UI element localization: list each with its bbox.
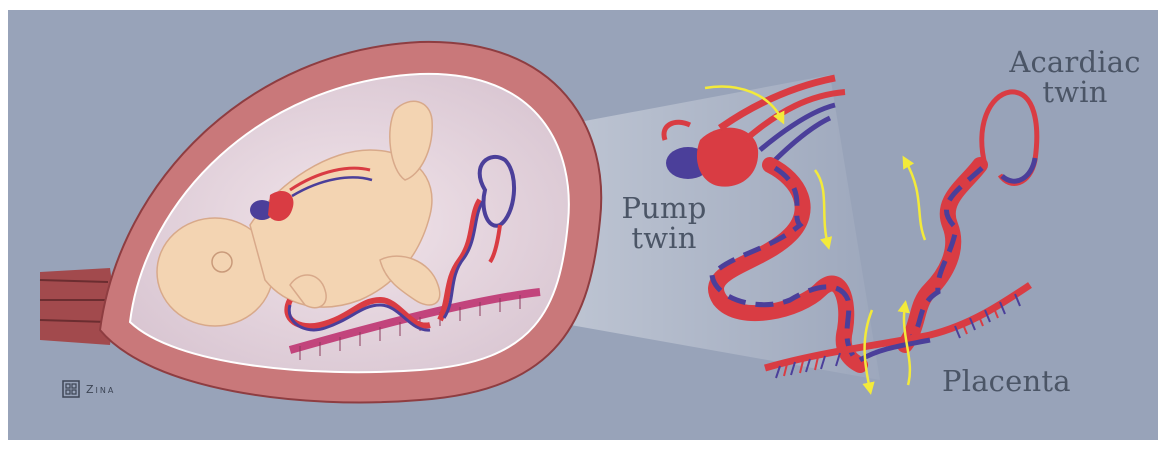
signature-text: Zina xyxy=(86,383,115,396)
pump-twin-label: Pump twin xyxy=(608,194,720,253)
acardiac-label-line1: Acardiac xyxy=(1000,48,1150,78)
acardiac-label-line2: twin xyxy=(1000,78,1150,108)
placenta-label: Placenta xyxy=(942,367,1071,397)
pump-label-line2: twin xyxy=(608,224,720,254)
artist-signature: Zina xyxy=(62,380,115,398)
pump-label-line1: Pump xyxy=(608,194,720,224)
logo-knot-icon xyxy=(62,380,80,398)
acardiac-twin-label: Acardiac twin xyxy=(1000,48,1150,107)
